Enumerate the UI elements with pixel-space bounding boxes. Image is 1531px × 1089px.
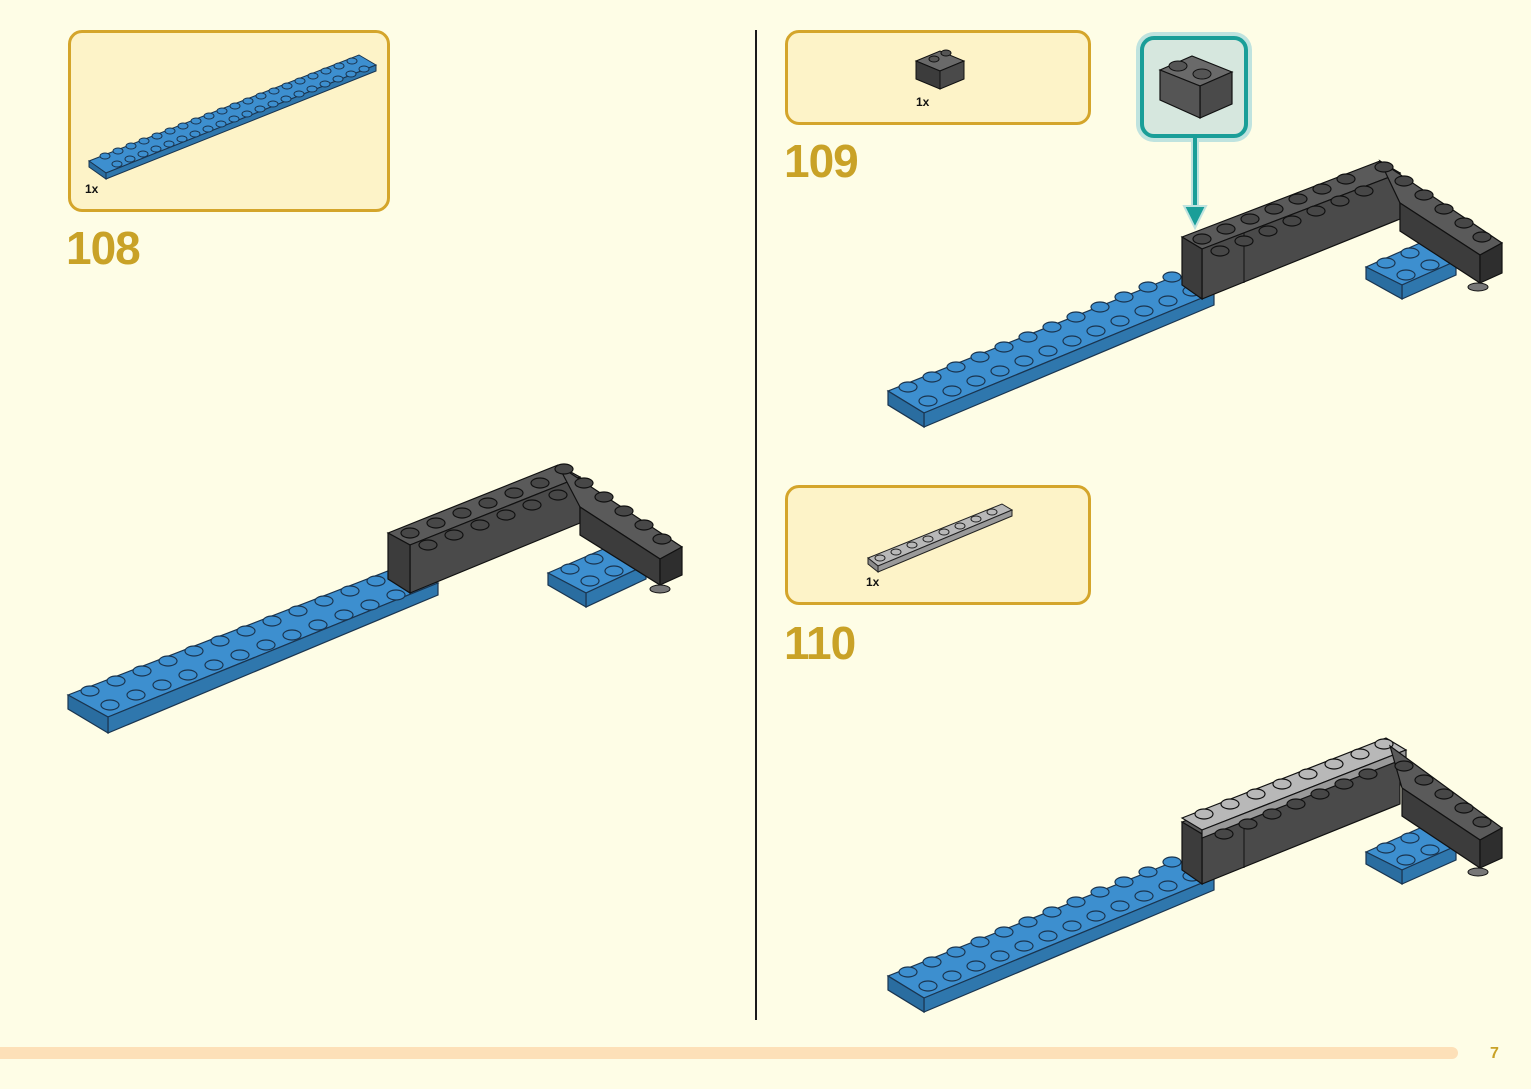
footer-bar	[0, 1047, 1458, 1059]
brick-callout-icon	[1144, 40, 1244, 134]
model-illustration-step-108	[60, 455, 760, 775]
page-divider	[755, 30, 757, 1020]
parts-box-step-108: 1x	[68, 30, 390, 212]
model-illustration-step-109	[880, 155, 1520, 445]
step-number-110: 110	[784, 620, 855, 666]
part-quantity: 1x	[866, 575, 879, 589]
part-light-gray-plate-icon	[788, 488, 1088, 598]
part-quantity: 1x	[85, 182, 98, 196]
new-part-callout	[1140, 36, 1248, 138]
part-blue-plate-icon	[71, 33, 391, 213]
parts-box-step-109: 1x	[785, 30, 1091, 125]
step-number-108: 108	[66, 225, 140, 271]
part-quantity: 1x	[916, 95, 929, 109]
part-dark-gray-brick-icon	[788, 33, 1088, 123]
parts-box-step-110: 1x	[785, 485, 1091, 605]
step-number-109: 109	[784, 138, 858, 184]
page-number: 7	[1490, 1045, 1499, 1063]
model-illustration-step-110	[880, 730, 1520, 1030]
